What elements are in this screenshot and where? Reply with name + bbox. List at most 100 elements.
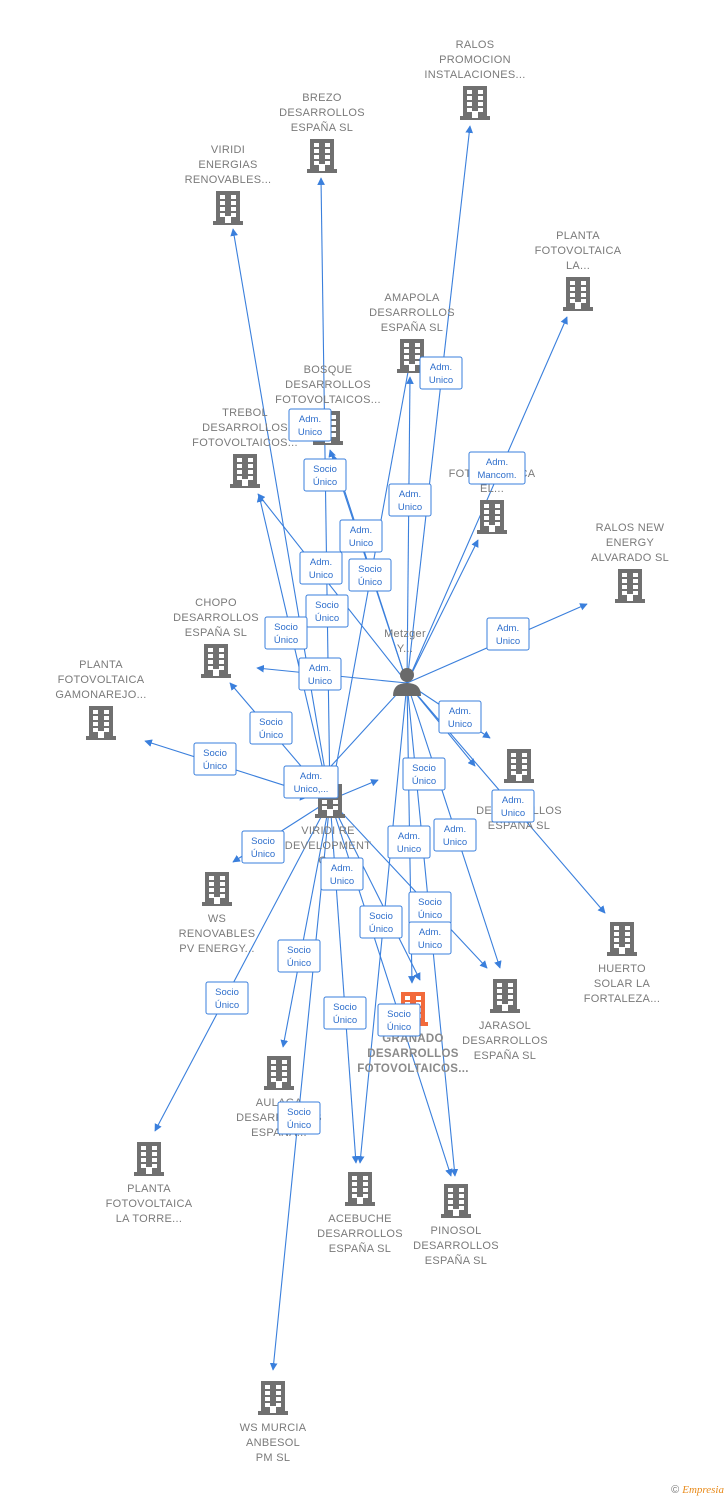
- relation-text: Socio: [313, 464, 337, 475]
- company-name-line: ALVARADO SL: [591, 552, 669, 564]
- building-icon: [264, 1056, 294, 1090]
- building-icon: [230, 454, 260, 488]
- relation-label-adm-unico[interactable]: Adm. Unico: [387, 825, 431, 859]
- relation-label-adm-unico[interactable]: Adm.Unico: [438, 700, 482, 734]
- relation-edge: [406, 125, 474, 684]
- company-name-line: RENOVABLES...: [185, 174, 272, 186]
- company-name-line: DESARROLLOS: [317, 1228, 403, 1240]
- relation-text: Único: [358, 577, 382, 588]
- relation-text: Único: [215, 1000, 239, 1011]
- company-node-viridi-energias[interactable]: VIRIDIENERGIASRENOVABLES...: [185, 144, 272, 225]
- relation-label-adm-unico[interactable]: Adm.Unico: [419, 356, 463, 390]
- footer: © Empresia: [671, 1484, 724, 1496]
- relation-text: Adm.: [350, 525, 372, 536]
- company-name-line: ENERGY: [606, 537, 655, 549]
- company-name-line: LA TORRE...: [116, 1213, 182, 1225]
- relation-label-adm-unico[interactable]: Adm.Unico: [408, 921, 452, 955]
- relation-text: Adm.: [419, 927, 441, 938]
- company-name-line: FOTOVOLTAICA: [106, 1198, 193, 1210]
- building-icon: [307, 139, 337, 173]
- company-node-trebol[interactable]: TREBOLDESARROLLOSFOTOVOLTAICOS...: [192, 407, 298, 488]
- relation-text: Unico: [443, 837, 467, 848]
- relation-edge: [329, 799, 421, 981]
- relation-text: Socio: [274, 622, 298, 633]
- company-name-line: FOTOVOLTAICA: [535, 245, 622, 257]
- relation-text: Único: [315, 613, 339, 624]
- company-node-granado[interactable]: GRANADODESARROLLOSFOTOVOLTAICOS...: [357, 992, 469, 1075]
- building-icon: [201, 644, 231, 678]
- company-name-line: WS MURCIA: [240, 1422, 307, 1434]
- relation-text: Adm.: [486, 457, 508, 468]
- brand-logo[interactable]: Empresia: [682, 1484, 724, 1496]
- company-node-ralos-promocion[interactable]: RALOSPROMOCIONINSTALACIONES...: [424, 39, 525, 120]
- relation-text: Socio: [259, 717, 283, 728]
- company-node-bosque[interactable]: BOSQUEDESARROLLOSFOTOVOLTAICOS...: [275, 364, 381, 445]
- relation-text: Único: [313, 477, 337, 488]
- relation-text: Socio: [418, 897, 442, 908]
- company-name-line: FOTOVOLTAICOS...: [357, 1063, 469, 1075]
- company-name-line: DESARROLLOS: [413, 1240, 499, 1252]
- relation-label-adm-unico[interactable]: Adm.Unico: [320, 857, 364, 891]
- relation-label-adm-unico[interactable]: Adm.Unico: [491, 789, 535, 823]
- relation-label-adm-unico[interactable]: Adm.Unico: [388, 483, 432, 517]
- company-name-line: JARASOL: [479, 1020, 531, 1032]
- company-node-planta-gamonarejo[interactable]: PLANTAFOTOVOLTAICAGAMONAREJO...: [55, 659, 146, 740]
- building-icon: [460, 86, 490, 120]
- relation-text: Unico: [397, 844, 421, 855]
- building-icon: [563, 277, 593, 311]
- relation-label-adm-unico[interactable]: Adm.Unico: [298, 657, 342, 691]
- building-icon: [490, 979, 520, 1013]
- person-node[interactable]: MetzgerY...: [384, 628, 426, 696]
- relation-label-adm-unico[interactable]: Adm.Unico: [486, 617, 530, 651]
- company-name-line: ESPAÑA SL: [425, 1254, 487, 1267]
- relation-label-adm-unico-multi[interactable]: Adm.Unico,...: [283, 765, 339, 799]
- relation-text: Unico: [298, 427, 322, 438]
- company-node-planta-la[interactable]: PLANTAFOTOVOLTAICALA...: [535, 230, 622, 311]
- relation-text: Adm.: [310, 557, 332, 568]
- relation-label-adm-unico[interactable]: Adm.Unico: [288, 408, 332, 442]
- company-name-line: EL...: [480, 483, 504, 495]
- relation-text: Socio: [287, 945, 311, 956]
- relation-label-adm-mancom[interactable]: Adm.Mancom.: [468, 451, 526, 485]
- relation-label-adm-unico[interactable]: Adm.Unico: [299, 551, 343, 585]
- building-icon: [86, 706, 116, 740]
- company-name-line: WS: [208, 913, 226, 925]
- building-icon: [134, 1142, 164, 1176]
- company-name-line: ACEBUCHE: [328, 1213, 392, 1225]
- person-name-line: Y...: [397, 643, 413, 655]
- relation-label-adm-unico[interactable]: Adm.Unico: [339, 519, 383, 553]
- relation-text: Único: [412, 776, 436, 787]
- relation-edge: [154, 799, 331, 1132]
- relation-text: Adm.: [398, 831, 420, 842]
- relation-text: Socio: [203, 748, 227, 759]
- relation-text: Unico: [501, 808, 525, 819]
- relation-label-adm-unico[interactable]: Adm.Unico: [433, 818, 477, 852]
